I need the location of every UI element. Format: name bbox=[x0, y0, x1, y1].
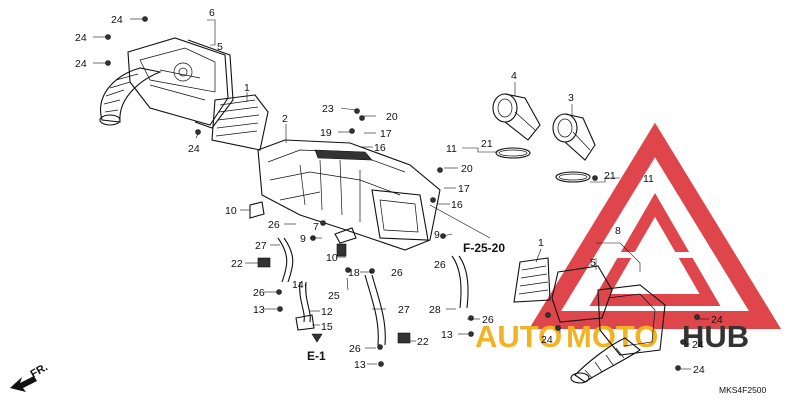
label-22: 22 bbox=[231, 258, 243, 270]
label-27: 27 bbox=[398, 304, 410, 316]
label-10: 10 bbox=[225, 205, 237, 217]
air-cleaner-housing-lower bbox=[597, 284, 666, 356]
label-28: 28 bbox=[429, 304, 441, 316]
label-3: 3 bbox=[568, 92, 574, 104]
label-17: 17 bbox=[380, 128, 392, 140]
diagram-code: MKS4F2500 bbox=[719, 385, 767, 395]
label-16: 16 bbox=[451, 199, 463, 211]
label-24: 24 bbox=[75, 58, 87, 70]
hose-left bbox=[277, 237, 288, 283]
label-26: 26 bbox=[349, 343, 361, 355]
watermark-logo bbox=[528, 122, 782, 329]
label-24: 24 bbox=[541, 334, 553, 346]
intake-duct-4 bbox=[492, 93, 541, 141]
label-13: 13 bbox=[253, 304, 265, 316]
label-24: 24 bbox=[693, 364, 705, 376]
clip-22-right bbox=[397, 332, 411, 344]
watermark-hub: HUB bbox=[682, 319, 749, 354]
air-cleaner-case bbox=[257, 139, 441, 251]
label-24: 24 bbox=[111, 14, 123, 26]
leader-lines bbox=[93, 18, 709, 370]
air-filter-element-lower bbox=[513, 257, 551, 303]
band-ring-upper bbox=[495, 147, 531, 159]
label-11: 11 bbox=[643, 173, 654, 185]
label-9: 9 bbox=[434, 229, 440, 241]
part-labels: 24 24 24 6 5 1 24 2 23 20 19 17 16 4 3 1… bbox=[75, 7, 723, 376]
label-26: 26 bbox=[268, 219, 280, 231]
label-25: 25 bbox=[328, 290, 340, 302]
label-19: 19 bbox=[320, 127, 332, 139]
label-8: 8 bbox=[615, 225, 621, 237]
tube-14-12 bbox=[299, 281, 305, 323]
cover-7 bbox=[334, 227, 357, 244]
bracket-10-lower bbox=[336, 243, 347, 257]
plate-10 bbox=[249, 201, 265, 219]
label-24: 24 bbox=[692, 339, 704, 351]
label-24: 24 bbox=[75, 32, 87, 44]
label-24: 24 bbox=[711, 314, 723, 326]
label-24: 24 bbox=[188, 143, 200, 155]
gasket-lower bbox=[551, 265, 613, 323]
arrow-down-icon bbox=[311, 333, 323, 343]
label-22: 22 bbox=[417, 336, 429, 348]
label-12: 12 bbox=[321, 306, 333, 318]
label-21: 21 bbox=[481, 138, 493, 150]
label-26: 26 bbox=[253, 287, 265, 299]
label-18: 18 bbox=[348, 267, 360, 279]
label-1: 1 bbox=[538, 237, 544, 249]
label-20: 20 bbox=[386, 111, 398, 123]
gasket-upper bbox=[187, 39, 234, 129]
label-16: 16 bbox=[374, 142, 386, 154]
label-11: 11 bbox=[446, 143, 457, 155]
label-9: 9 bbox=[300, 233, 306, 245]
hose-right bbox=[451, 255, 462, 309]
label-13: 13 bbox=[441, 329, 453, 341]
air-filter-element-upper bbox=[211, 94, 269, 151]
air-duct-right bbox=[570, 337, 641, 384]
ref-e-1: E-1 bbox=[307, 349, 326, 363]
clip-22-left bbox=[257, 257, 271, 268]
front-direction-label: FR. bbox=[29, 361, 50, 380]
label-10: 10 bbox=[326, 252, 338, 264]
label-4: 4 bbox=[511, 70, 517, 82]
intake-duct-3 bbox=[552, 113, 596, 161]
label-17: 17 bbox=[458, 183, 470, 195]
label-21: 21 bbox=[604, 170, 616, 182]
label-23: 23 bbox=[322, 103, 334, 115]
label-27: 27 bbox=[255, 240, 267, 252]
label-13: 13 bbox=[354, 359, 366, 371]
watermark-moto: MOTO bbox=[566, 319, 658, 354]
label-20: 20 bbox=[461, 163, 473, 175]
label-26: 26 bbox=[434, 259, 446, 271]
watermark-auto: AUTO bbox=[475, 319, 562, 354]
label-5: 5 bbox=[217, 41, 223, 53]
air-duct-left bbox=[99, 67, 162, 126]
label-26: 26 bbox=[482, 314, 494, 326]
label-5: 5 bbox=[590, 257, 596, 269]
label-15: 15 bbox=[321, 321, 333, 333]
hose-center bbox=[364, 274, 379, 346]
front-direction-arrow-icon bbox=[10, 376, 37, 392]
ref-f-25-20: F-25-20 bbox=[463, 241, 505, 255]
cap-15 bbox=[295, 314, 315, 331]
bolts bbox=[105, 16, 700, 371]
band-ring-lower bbox=[555, 171, 591, 183]
label-1: 1 bbox=[244, 82, 250, 94]
label-2: 2 bbox=[282, 113, 288, 125]
label-26: 26 bbox=[391, 267, 403, 279]
air-cleaner-housing-upper bbox=[127, 37, 229, 126]
label-6: 6 bbox=[209, 7, 215, 19]
label-7: 7 bbox=[313, 221, 319, 233]
label-14: 14 bbox=[292, 279, 304, 291]
